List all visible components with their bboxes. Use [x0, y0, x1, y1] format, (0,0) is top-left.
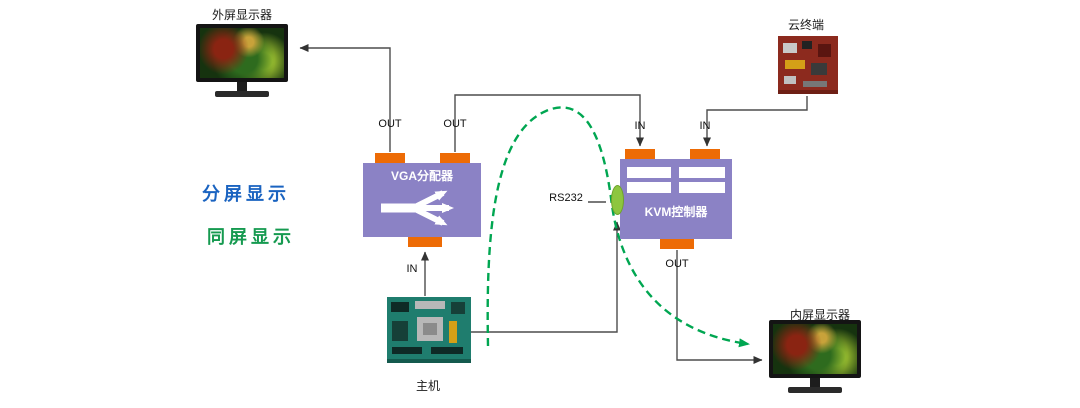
monitor-stand-neck: [237, 82, 247, 91]
monitor-stand-base: [788, 387, 842, 393]
kvm-out-label: OUT: [665, 258, 689, 270]
vga-out-left-label: OUT: [378, 118, 402, 130]
external-display-label: 外屏显示器: [211, 8, 273, 22]
cloud-terminal-label: 云终端: [787, 18, 825, 32]
host-label: 主机: [415, 379, 441, 393]
vga-splitter-box: VGA分配器: [363, 153, 481, 247]
internal-display-label: 内屏显示器: [789, 308, 851, 322]
line-host-to-kvm-rs232: [470, 221, 621, 333]
vga-out-port-left: [375, 153, 405, 163]
line-cloud-terminal-to-kvm-in: [703, 96, 808, 147]
split-arrow-icon: [381, 190, 454, 226]
kvm-slot: [679, 182, 725, 193]
vga-in-label: IN: [406, 263, 418, 275]
kvm-in-port-right: [690, 149, 720, 159]
host-board-art: [387, 297, 471, 363]
internal-display: [769, 320, 861, 393]
kvm-in-port-left: [625, 149, 655, 159]
rs232-connector: [611, 185, 624, 215]
kvm-in-right-label: IN: [699, 120, 711, 132]
kvm-slot: [679, 167, 725, 178]
path-same-screen-dashed: [486, 106, 750, 348]
cloud-terminal-board-art: [778, 36, 838, 94]
kvm-controller-box: KVM控制器: [611, 149, 732, 249]
kvm-slot: [627, 167, 671, 178]
vga-splitter-title: VGA分配器: [390, 169, 453, 183]
internal-display-screen: [769, 320, 861, 378]
vga-out-right-label: OUT: [443, 118, 467, 130]
line-vga-out-to-kvm-in: [454, 94, 644, 152]
line-kvm-out-to-internal-display: [676, 250, 763, 364]
cloud-terminal-image: [778, 36, 838, 99]
rs232-label: RS232: [549, 192, 583, 204]
external-display: [196, 24, 288, 97]
vga-in-port: [408, 237, 442, 247]
monitor-stand-neck: [810, 378, 820, 387]
kvm-controller-title: KVM控制器: [644, 205, 708, 219]
vga-out-port-right: [440, 153, 470, 163]
kvm-in-left-label: IN: [634, 120, 646, 132]
kvm-slot: [627, 182, 671, 193]
external-display-screen: [196, 24, 288, 82]
kvm-out-port: [660, 239, 694, 249]
legend-same-screen: 同屏显示: [207, 227, 295, 247]
host-image: [387, 297, 471, 368]
monitor-stand-base: [215, 91, 269, 97]
line-vga-out-to-external-display: [299, 44, 391, 152]
legend-split-screen: 分屏显示: [202, 184, 290, 204]
